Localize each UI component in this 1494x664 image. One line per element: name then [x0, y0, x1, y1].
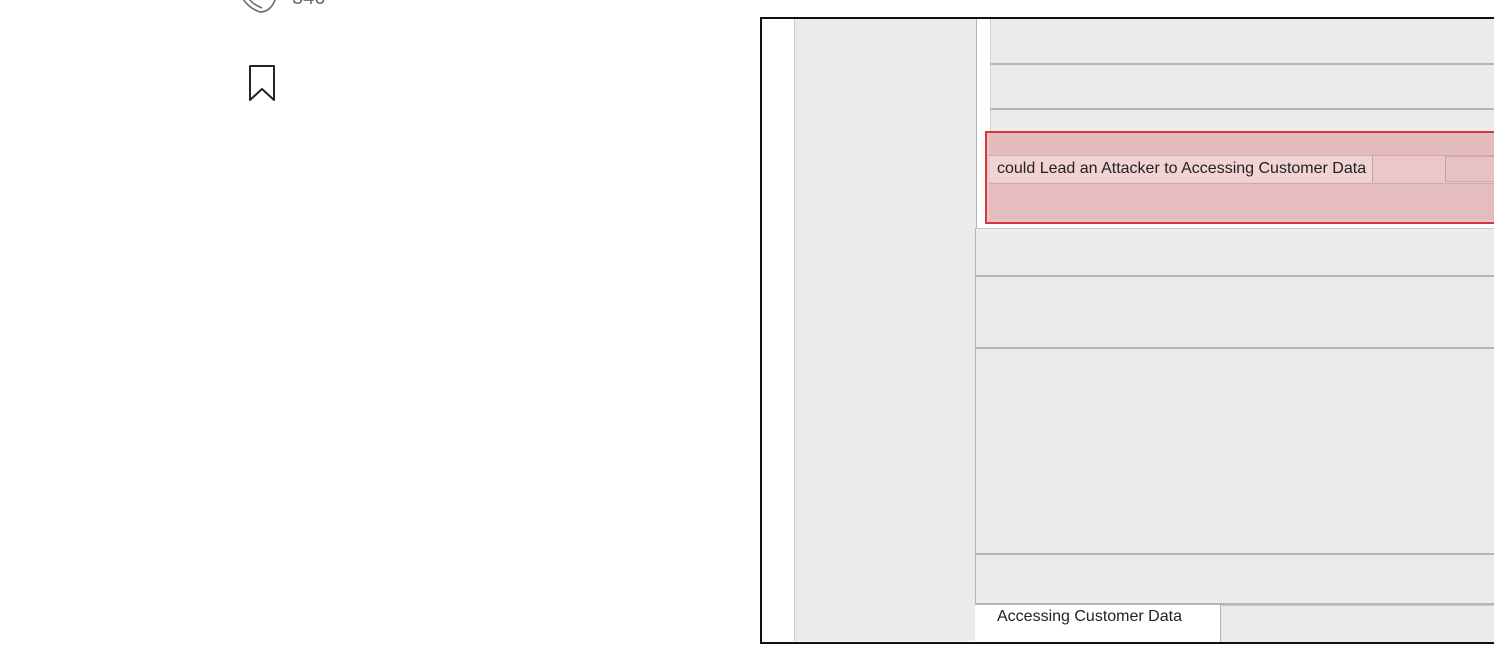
tree-row [975, 349, 1494, 555]
figure-sidebar [794, 19, 977, 641]
tree-row [990, 19, 1494, 65]
footer-value-box [1220, 605, 1494, 642]
tree-row [975, 277, 1494, 349]
highlighted-row: could Lead an Attacker to Accessing Cust… [985, 131, 1494, 224]
clap-row: 346 [234, 0, 325, 14]
highlight-bottom-strip [989, 183, 1494, 220]
tree-row [990, 110, 1494, 132]
screenshot-figure: could Lead an Attacker to Accessing Cust… [760, 17, 1494, 644]
clap-count: 346 [292, 0, 325, 8]
clap-icon[interactable] [234, 0, 282, 14]
highlight-top-strip [989, 133, 1494, 156]
tree-row [975, 555, 1494, 605]
tree-row [975, 228, 1494, 277]
highlight-label: could Lead an Attacker to Accessing Cust… [989, 156, 1374, 182]
bookmark-icon [249, 65, 275, 101]
bookmark-button[interactable] [246, 64, 280, 104]
footer-label: Accessing Customer Data [975, 605, 1186, 641]
highlight-value-box [1445, 156, 1494, 182]
tree-row [990, 65, 1494, 110]
